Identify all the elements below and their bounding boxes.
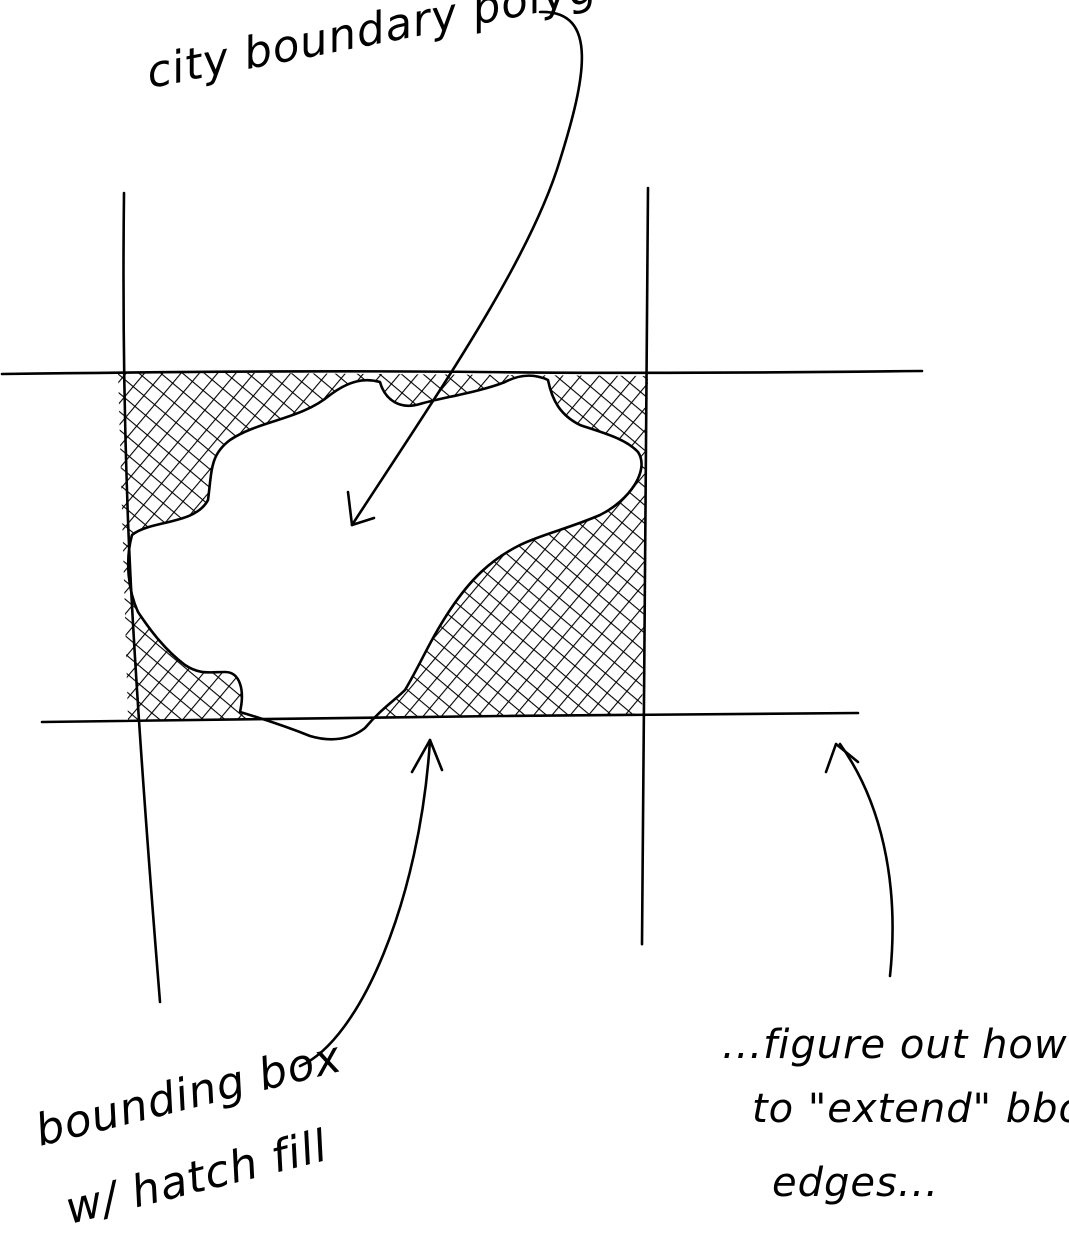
bbox-left-edge <box>122 191 162 1004</box>
bbox-arrow <box>298 738 444 1068</box>
arrow-head-icon <box>346 490 376 527</box>
extend-note-line2: to "extend" bbox <box>752 1086 1069 1132</box>
bbox-lines <box>0 186 924 1004</box>
bbox-top-edge <box>0 369 924 376</box>
extend-note-line3: edges... <box>772 1160 939 1206</box>
city-boundary-polygon <box>126 374 643 741</box>
arrow-head-icon <box>410 738 444 774</box>
hatch-fill <box>118 372 648 720</box>
bbox-right-edge <box>640 186 650 946</box>
extend-arrow <box>824 742 894 978</box>
arrow-head-icon <box>824 742 860 774</box>
polygon-arrow <box>346 10 584 527</box>
bbox-bottom-edge <box>40 711 860 724</box>
extend-note-line1: ...figure out how <box>722 1022 1068 1068</box>
